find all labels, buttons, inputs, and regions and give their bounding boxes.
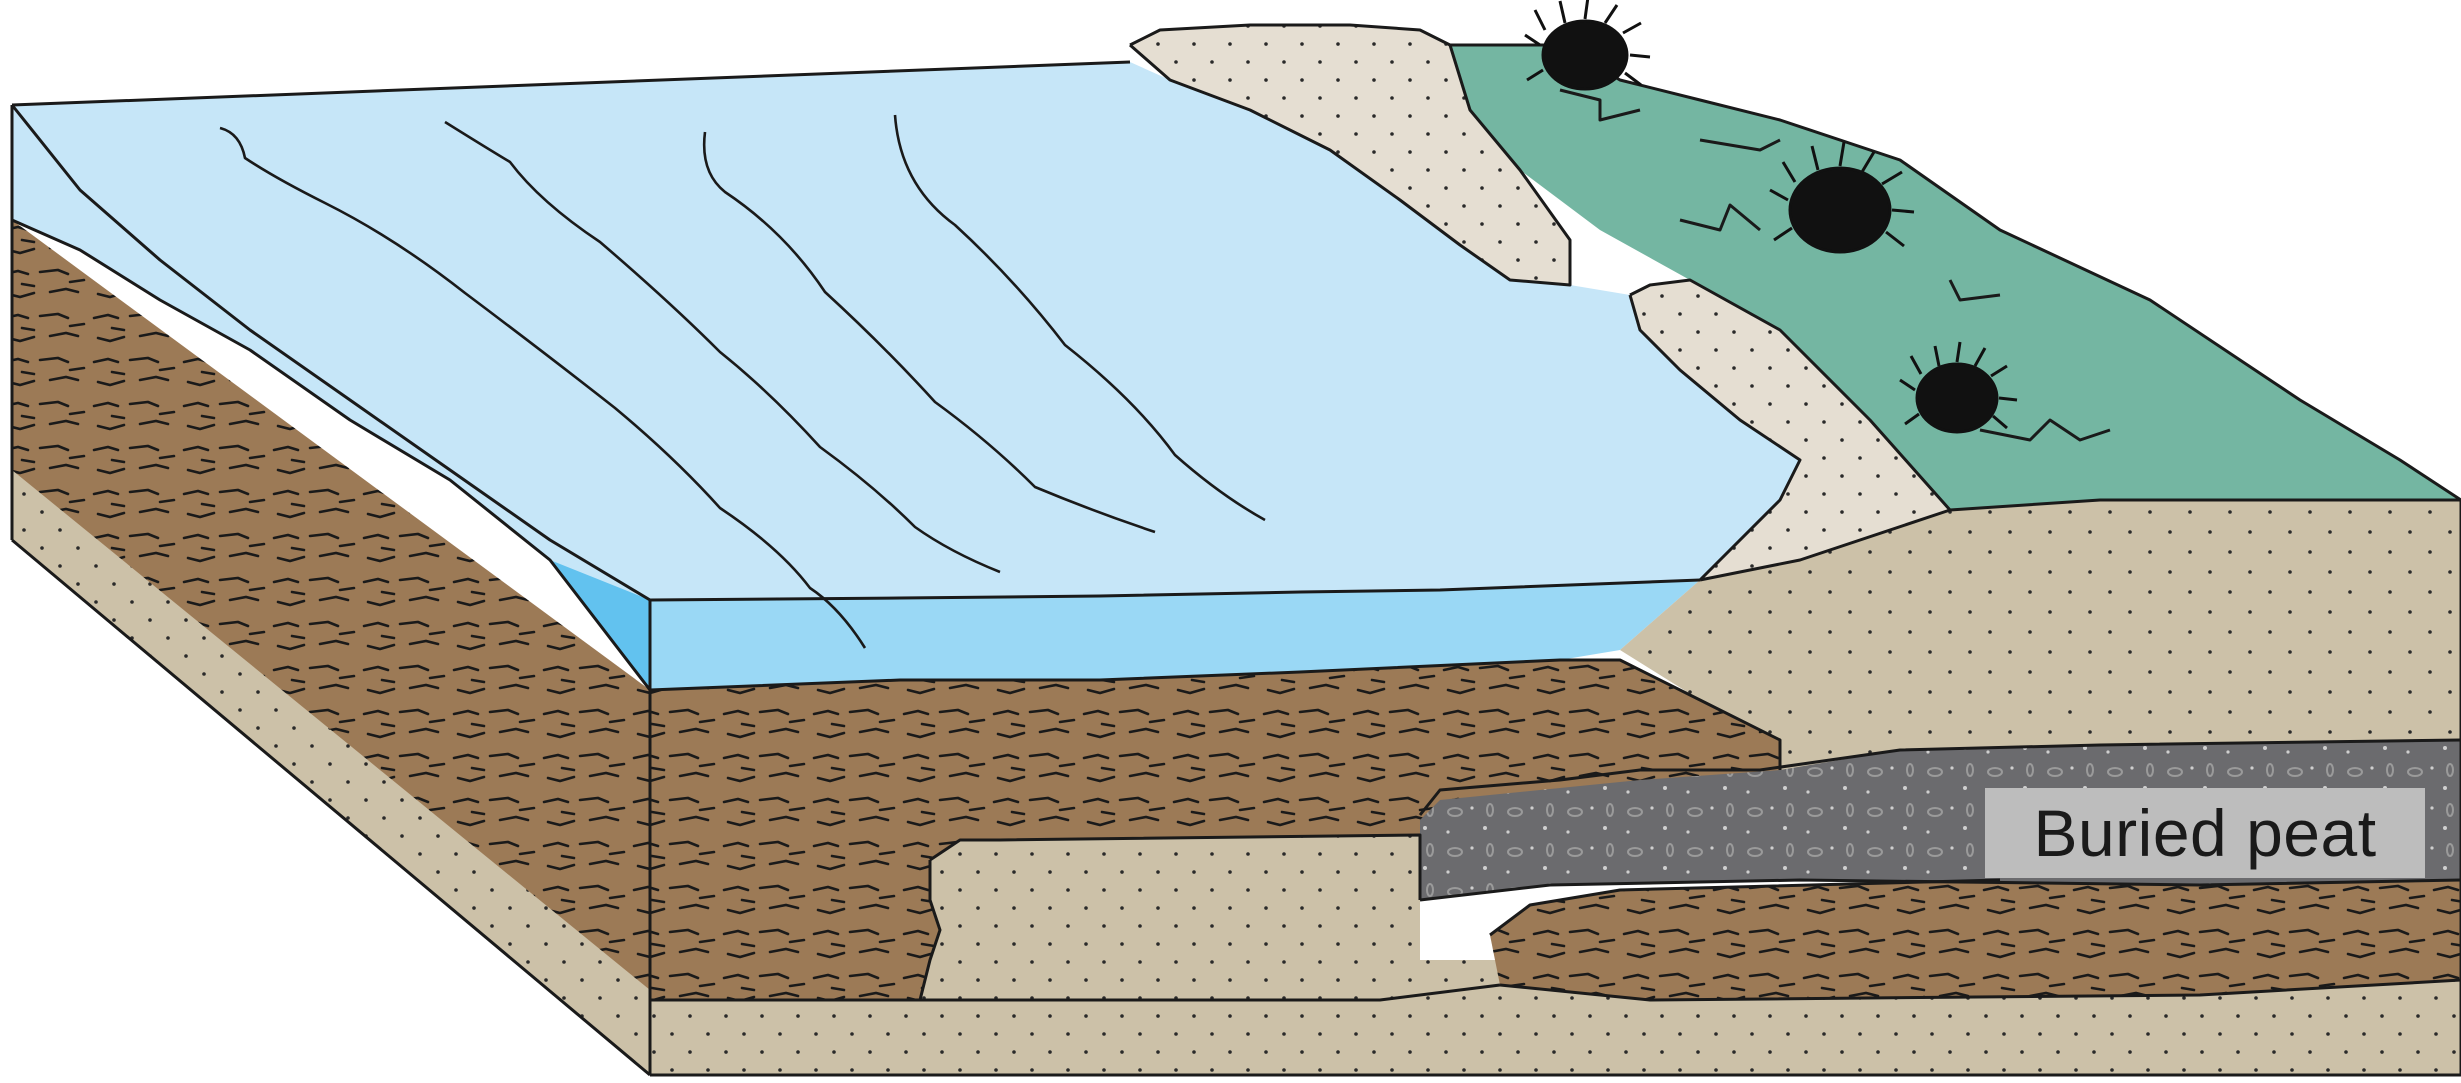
buried-peat-label: Buried peat xyxy=(1985,788,2425,878)
